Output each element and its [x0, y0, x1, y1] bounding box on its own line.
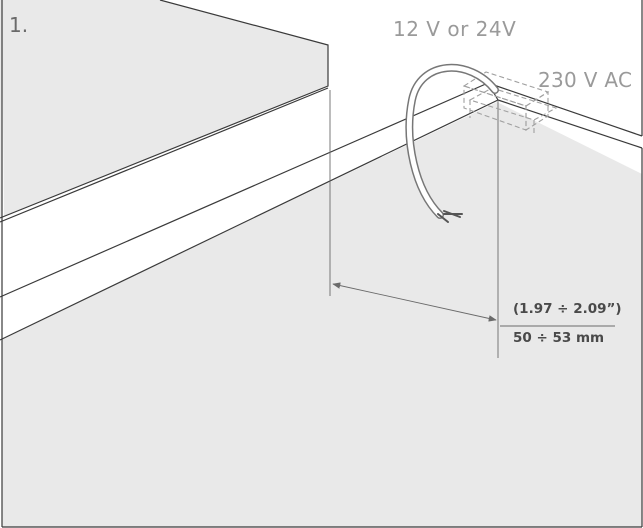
power-cable [405, 63, 499, 223]
dimension-inches-label: (1.97 ÷ 2.09”) [513, 301, 622, 317]
right-top-face [488, 83, 642, 148]
mains-voltage-label: 230 V AC [538, 68, 633, 92]
step-number: 1. [9, 13, 29, 37]
dimension-mm-label: 50 ÷ 53 mm [513, 330, 605, 346]
profile-front-face [0, 83, 642, 340]
upper-wall-surface [0, 0, 328, 219]
dimension-lines [329, 90, 615, 358]
low-voltage-label: 12 V or 24V [393, 17, 517, 41]
